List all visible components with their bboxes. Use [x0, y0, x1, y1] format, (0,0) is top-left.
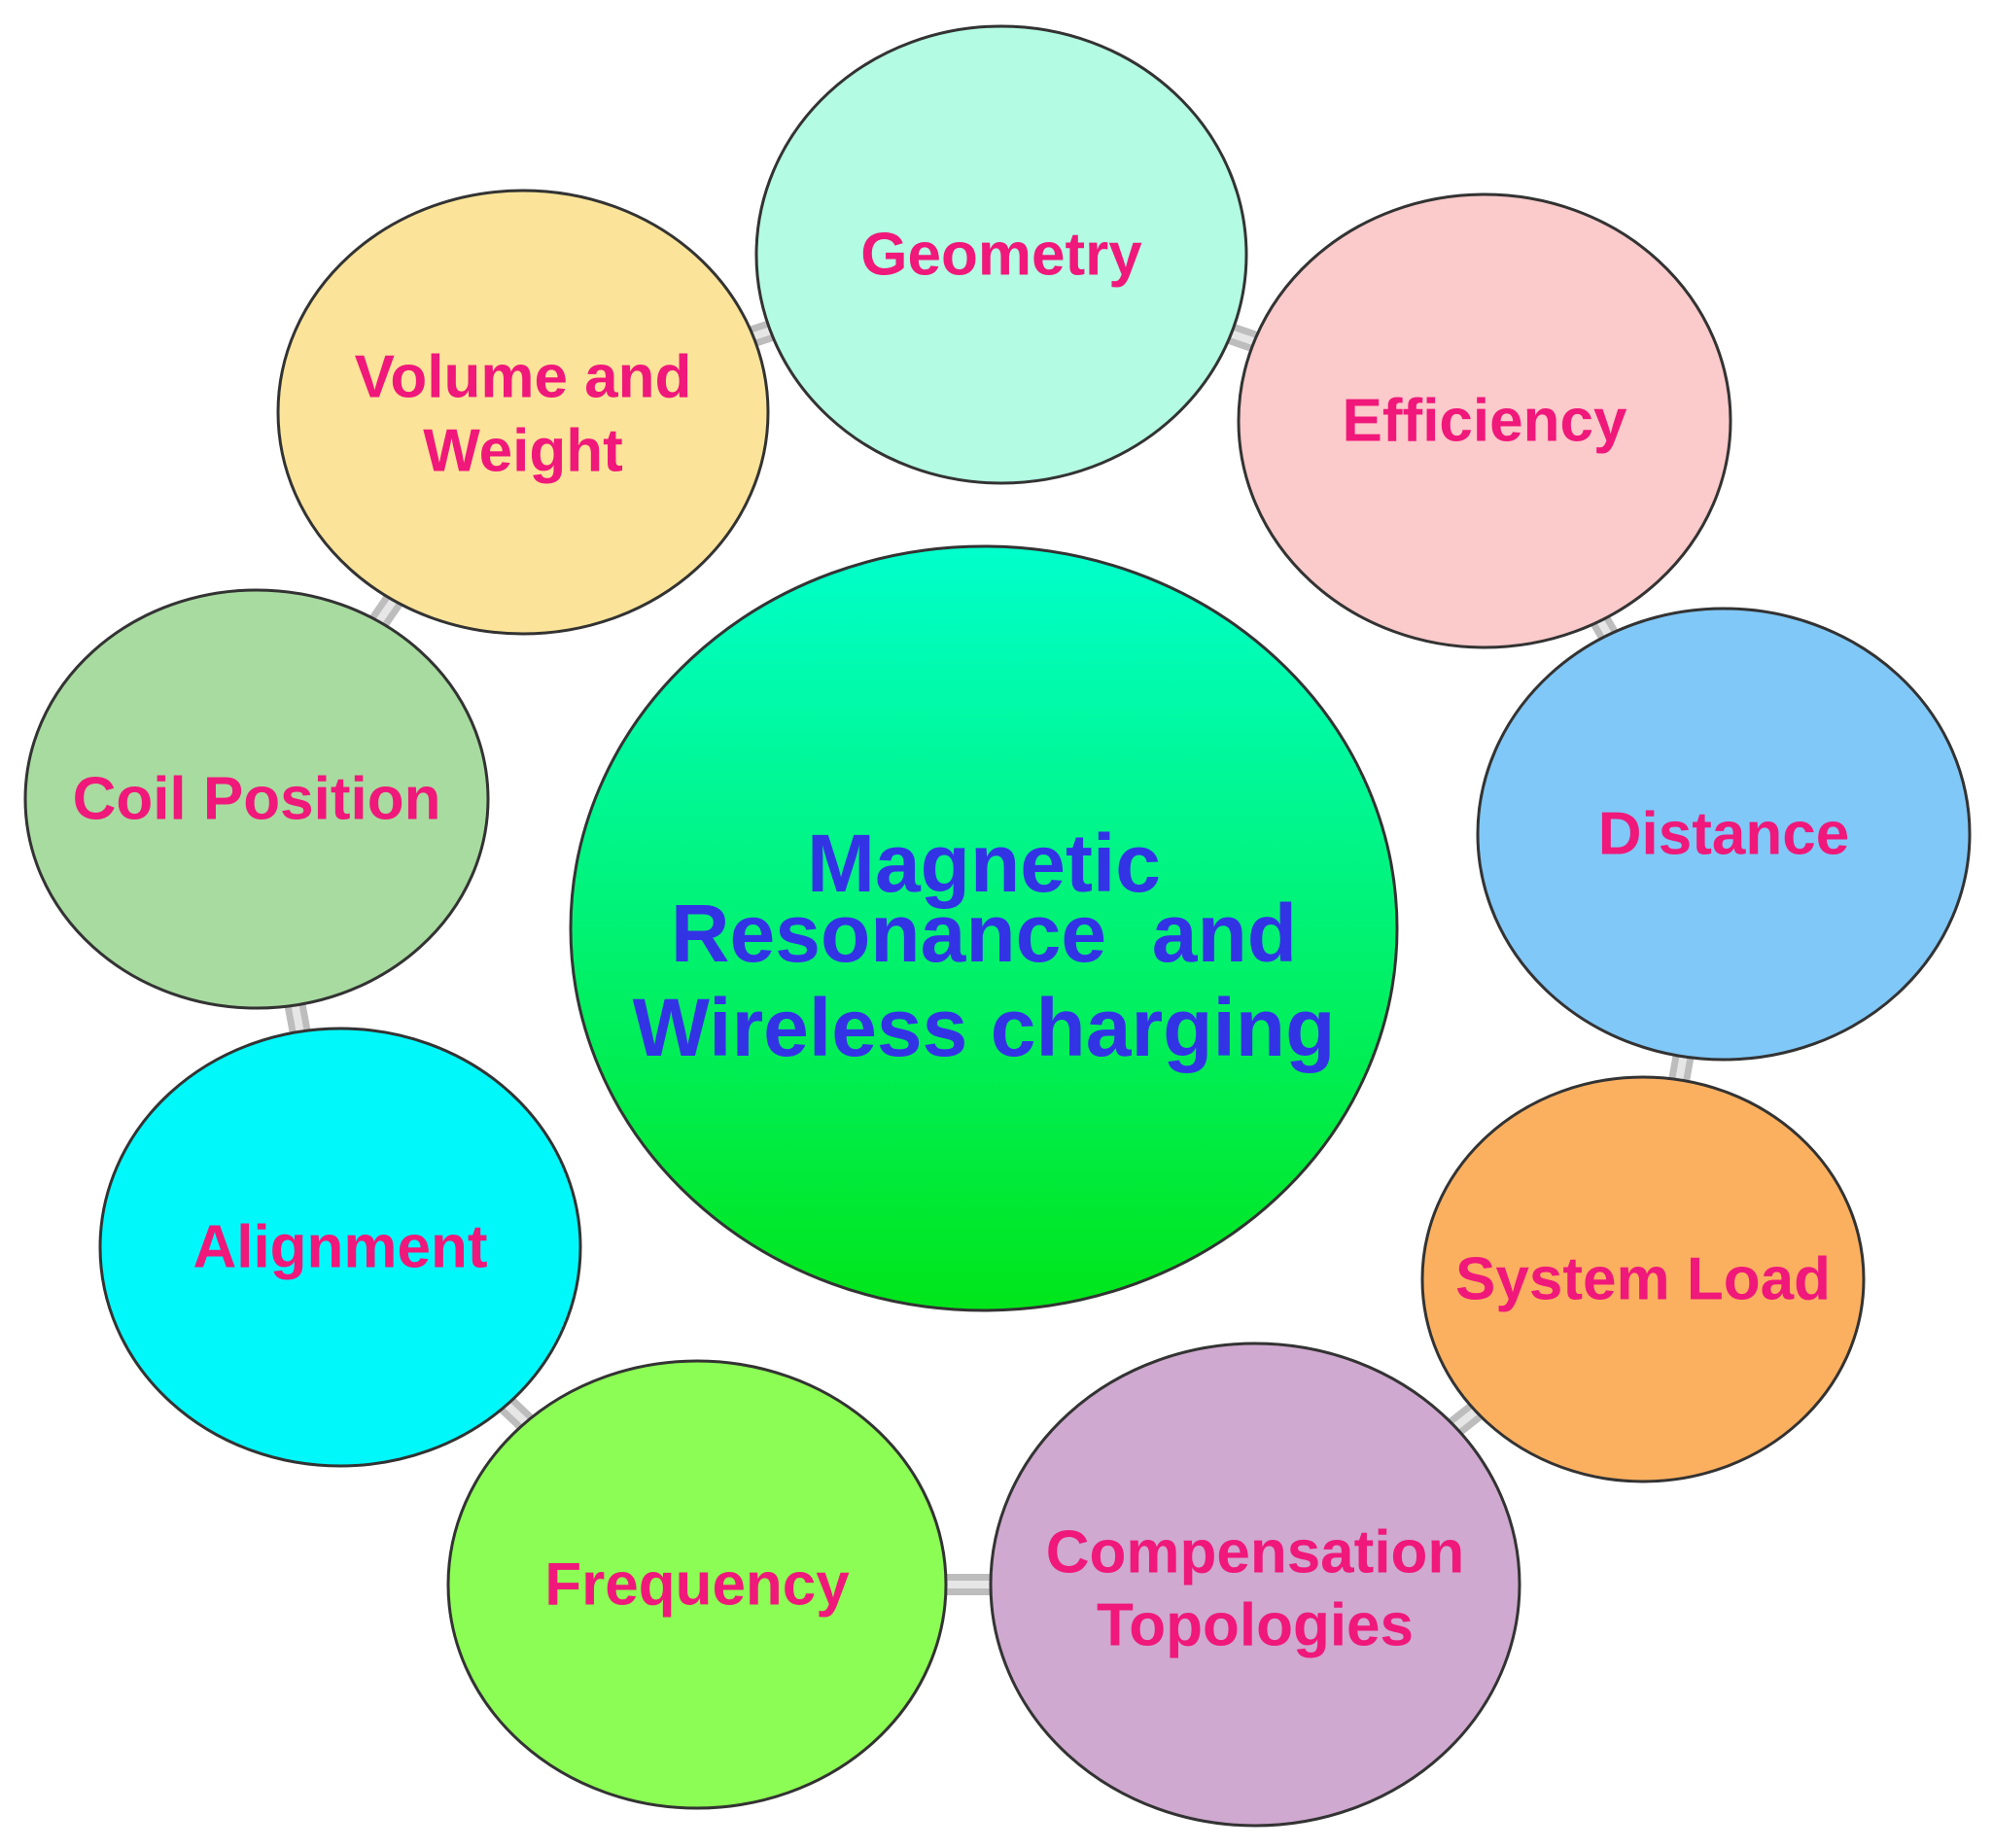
node-label-compensation-topologies-line-2: Topologies [1097, 1592, 1414, 1659]
node-label-compensation-topologies-line-1: Compensation [1046, 1519, 1465, 1586]
node-label-volume-and-weight-line-2: Weight [423, 418, 623, 485]
node-label-efficiency-line-1: Efficiency [1343, 388, 1627, 455]
node-distance: Distance [1476, 607, 1972, 1062]
node-circle-system-load [1420, 1075, 1866, 1483]
node-label-distance-line-1: Distance [1598, 801, 1849, 868]
node-label-geometry-line-1: Geometry [860, 222, 1142, 289]
node-circle-frequency [446, 1359, 948, 1810]
node-circle-compensation-topologies [989, 1342, 1521, 1828]
node-label-system-load-line-1: System Load [1455, 1246, 1831, 1313]
center-label-line-1: Magnetic [807, 818, 1161, 909]
center-node: Magnetic Resonance and Wireless charging [569, 544, 1399, 1312]
node-circle-geometry [754, 24, 1248, 485]
node-geometry: Geometry [754, 24, 1248, 485]
node-circle-distance [1476, 607, 1972, 1062]
node-frequency: Frequency [446, 1359, 948, 1810]
node-label-volume-and-weight-line-1: Volume and [355, 344, 692, 411]
node-circle-efficiency [1237, 192, 1732, 649]
node-circle-volume-and-weight [276, 189, 770, 636]
center-label-line-2: Resonance and [671, 888, 1297, 979]
node-circle-alignment [98, 1027, 582, 1468]
center-label-line-3: Wireless charging [633, 982, 1336, 1073]
node-label-coil-position-line-1: Coil Position [73, 766, 441, 833]
node-coil-position: Coil Position [23, 588, 490, 1010]
node-system-load: System Load [1420, 1075, 1866, 1483]
center-circle [569, 544, 1399, 1312]
node-label-frequency-line-1: Frequency [544, 1552, 850, 1619]
node-alignment: Alignment [98, 1027, 582, 1468]
node-efficiency: Efficiency [1237, 192, 1732, 649]
node-circle-coil-position [23, 588, 490, 1010]
node-label-alignment-line-1: Alignment [192, 1214, 487, 1281]
